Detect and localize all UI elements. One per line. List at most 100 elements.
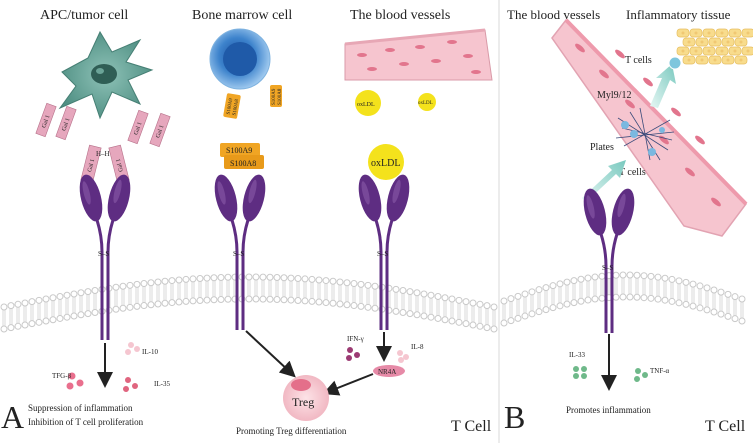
lipid-head <box>63 313 71 321</box>
lipid-head <box>626 293 634 301</box>
lipid-head <box>371 304 379 312</box>
lipid-head <box>462 298 470 306</box>
lipid-head <box>633 271 641 279</box>
lipid-head <box>521 312 529 320</box>
lipid-head <box>717 310 725 318</box>
lipid-head <box>322 277 330 285</box>
cell-membrane-b <box>500 271 746 327</box>
lipid-head <box>266 295 274 303</box>
lipid-head <box>612 293 620 301</box>
lipid-head <box>336 300 344 308</box>
gal1-label: Gal 1 <box>61 117 71 131</box>
lipid-head <box>427 291 435 299</box>
lipid-head <box>35 318 43 326</box>
lipid-head <box>556 302 564 310</box>
lipid-head <box>710 308 718 316</box>
lipid-head <box>507 317 515 325</box>
lipid-head <box>483 302 491 310</box>
lipid-head <box>577 297 585 305</box>
lipid-head <box>224 273 232 281</box>
t-cells-label-low: T cells <box>619 167 646 178</box>
lipid-head <box>175 298 183 306</box>
lipid-head <box>448 317 456 325</box>
lipid-head <box>535 286 543 294</box>
lipid-head <box>469 321 477 329</box>
lipid-head <box>14 322 22 330</box>
lipid-head <box>598 272 606 280</box>
il8-label: IL-8 <box>411 343 424 351</box>
lipid-head <box>343 279 351 287</box>
lipid-head <box>133 280 141 288</box>
lipid-head <box>203 274 211 282</box>
il33-label: IL-33 <box>569 351 585 359</box>
lipid-head <box>406 288 414 296</box>
lipid-head <box>619 293 627 301</box>
lipid-head <box>77 311 85 319</box>
gal1-label: Gal 1 <box>41 114 51 128</box>
treg-label: Treg <box>292 395 314 409</box>
lipid-head <box>182 297 190 305</box>
lipid-head <box>21 299 29 307</box>
lipid-head <box>689 302 697 310</box>
cd69-stalk <box>599 233 608 333</box>
lipid-head <box>619 271 627 279</box>
plates-label: Plates <box>590 142 614 153</box>
lipid-head <box>490 303 498 311</box>
lipid-head <box>469 299 477 307</box>
lipid-head <box>654 295 662 303</box>
t-cell-label-a: T Cell <box>451 418 492 435</box>
lipid-head <box>542 306 550 314</box>
tissue-nucleus <box>687 58 691 62</box>
lipid-head <box>612 271 620 279</box>
oxldl-label: oxLDL <box>371 158 400 169</box>
lipid-head <box>70 290 78 298</box>
tissue-nucleus <box>700 40 704 44</box>
lipid-head <box>500 319 508 327</box>
lipid-head <box>476 300 484 308</box>
lipid-head <box>371 282 379 290</box>
lipid-head <box>301 297 309 305</box>
lipid-head <box>294 296 302 304</box>
apc-tumor-cell <box>58 30 154 120</box>
panel-b: The blood vessels Inflammatory tissue <box>500 7 753 435</box>
blood-vessel-a <box>344 28 493 81</box>
cytokines-b: IL-33 TNF-α <box>569 351 670 382</box>
lipid-head <box>535 308 543 316</box>
lipid-head <box>196 296 204 304</box>
cd69-domain: CD69 <box>242 174 273 227</box>
lipid-head <box>84 288 92 296</box>
lipid-head <box>0 325 8 333</box>
lipid-head <box>56 292 64 300</box>
cytokines-a: IL-10 TFG-β IL-35 IFN-γ IL-8 NR4A Treg <box>52 335 424 421</box>
title-blood-vessels-b: The blood vessels <box>507 7 600 22</box>
tissue-nucleus <box>681 31 685 35</box>
disulfide-label: S–S <box>233 250 244 258</box>
lipid-head <box>696 282 704 290</box>
lipid-head <box>77 289 85 297</box>
tissue-nucleus <box>746 31 750 35</box>
lipid-head <box>441 294 449 302</box>
lipid-head <box>21 321 29 329</box>
lipid-head <box>91 308 99 316</box>
cd69-dimer: CD69CD69S–S <box>358 174 417 330</box>
lipid-head <box>112 305 120 313</box>
lipid-head <box>434 314 442 322</box>
svg-text:oxLDL: oxLDL <box>357 102 375 108</box>
nr4a-badge <box>373 365 405 377</box>
lipid-head <box>154 300 162 308</box>
lipid-head <box>280 274 288 282</box>
lipid-head <box>119 282 127 290</box>
lipid-head <box>252 295 260 303</box>
lipid-head <box>315 276 323 284</box>
ifng-label: IFN-γ <box>347 335 364 343</box>
lipid-head <box>490 325 498 333</box>
lipid-head <box>399 286 407 294</box>
lipid-head <box>49 316 57 324</box>
bone-marrow-cell <box>209 28 271 90</box>
lipid-head <box>427 313 435 321</box>
gal1-label: Gal 1 <box>116 158 125 172</box>
lipid-head <box>682 278 690 286</box>
lipid-head <box>413 311 421 319</box>
nr4a-label: NR4A <box>378 368 396 376</box>
lipid-head <box>413 289 421 297</box>
